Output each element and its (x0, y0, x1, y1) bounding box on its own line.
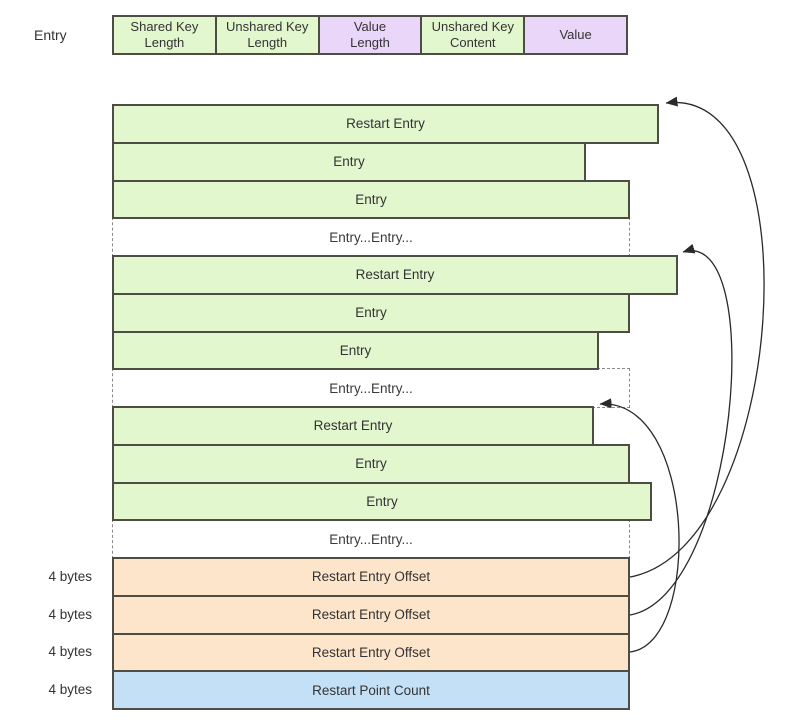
restart-entry-offset-row-1: Restart Entry Offset (112, 557, 630, 597)
entries-ellipsis-row-2: Entry...Entry... (112, 368, 630, 408)
restart-point-count-row: Restart Point Count (112, 670, 630, 710)
entry-row: Entry (112, 330, 599, 371)
restart-entry-row-1: Restart Entry (112, 104, 659, 144)
legend-cell-value: Value (523, 15, 628, 55)
entry-row: Entry (112, 481, 652, 522)
restart-entry-row-3: Restart Entry (112, 406, 594, 446)
size-label-offset-1: 4 bytes (48, 569, 92, 584)
entry-legend-label: Entry (34, 27, 67, 43)
entry-field-legend: Shared Key Length Unshared Key Length Va… (112, 15, 628, 55)
legend-cell-shared-key-length: Shared Key Length (112, 15, 217, 55)
legend-cell-value-length: Value Length (317, 15, 423, 55)
size-label-offset-2: 4 bytes (48, 607, 92, 622)
entries-ellipsis-row-1: Entry...Entry... (112, 217, 630, 257)
size-label-offset-3: 4 bytes (48, 644, 92, 659)
entries-ellipsis-row-3: Entry...Entry... (112, 519, 630, 559)
block-structure-stack: Restart Entry Entry Entry Entry...Entry.… (112, 104, 692, 710)
legend-cell-unshared-key-length: Unshared Key Length (214, 15, 320, 55)
entry-row: Entry (112, 292, 630, 333)
entry-row: Entry (112, 443, 630, 484)
legend-cell-unshared-key-content: Unshared Key Content (420, 15, 526, 55)
size-label-count: 4 bytes (48, 682, 92, 697)
entry-row: Entry (112, 179, 630, 220)
restart-entry-offset-row-2: Restart Entry Offset (112, 594, 630, 635)
entry-row: Entry (112, 141, 586, 182)
restart-entry-offset-row-3: Restart Entry Offset (112, 632, 630, 673)
restart-entry-row-2: Restart Entry (112, 255, 678, 295)
